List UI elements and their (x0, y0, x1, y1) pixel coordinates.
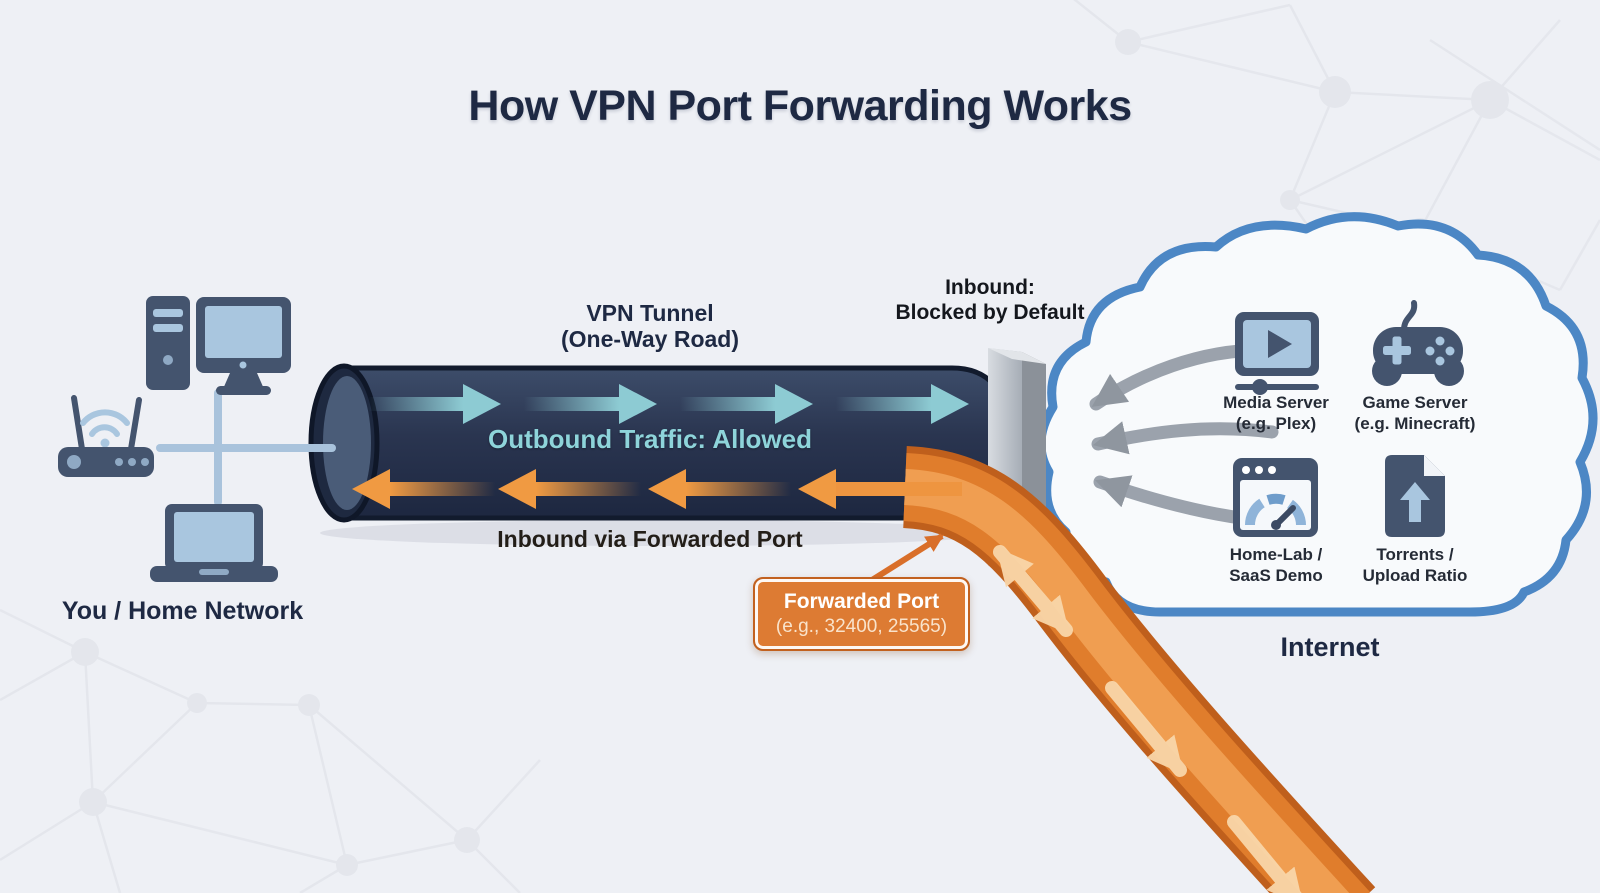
media-server-label-line2: (e.g. Plex) (1235, 414, 1317, 434)
game-server-label: Game Server (e.g. Minecraft) (1325, 392, 1505, 435)
outbound-arrows (368, 384, 969, 424)
homelab-label-line2: SaaS Demo (1229, 566, 1323, 586)
homelab-label-line1: Home-Lab / (1229, 545, 1323, 564)
forwarded-port-examples: (e.g., 32400, 25565) (775, 616, 948, 638)
tunnel-shadow (320, 520, 1000, 546)
forwarded-port-pipe (902, 446, 1376, 893)
desktop-icon (146, 296, 291, 395)
home-network-label: You / Home Network (61, 597, 304, 625)
vpn-tunnel-label: VPN Tunnel (One-Way Road) (470, 300, 830, 353)
cloud (1036, 212, 1598, 617)
game-server-icon (1372, 300, 1464, 386)
torrents-label: Torrents / Upload Ratio (1325, 544, 1505, 587)
wifi-icon (80, 409, 130, 437)
file-upload-icon (1385, 455, 1445, 537)
media-server-icon (1235, 312, 1319, 395)
callout-pointer-arrow (870, 533, 945, 583)
forwarded-port-callout: Forwarded Port (e.g., 32400, 25565) (753, 577, 970, 651)
inbound-blocked-label: Inbound: Blocked by Default (855, 275, 1125, 325)
homelab-gauge-icon (1233, 458, 1318, 537)
inbound-blocked-line2: Blocked by Default (895, 301, 1085, 325)
background-network-pattern-bottom-left (0, 608, 541, 893)
vpn-tunnel-label-line2: (One-Way Road) (560, 326, 740, 353)
router-icon (58, 395, 154, 477)
pipe-flow-arrows (993, 545, 1304, 893)
homelab-label: Home-Lab / SaaS Demo (1191, 544, 1361, 587)
page-title: How VPN Port Forwarding Works (468, 82, 1132, 130)
inbound-blocked-line1: Inbound: (945, 276, 1035, 299)
game-server-label-line2: (e.g. Minecraft) (1354, 414, 1476, 434)
game-server-label-line1: Game Server (1362, 393, 1468, 412)
torrents-label-line2: Upload Ratio (1362, 566, 1468, 586)
media-server-label-line1: Media Server (1223, 393, 1329, 412)
laptop-icon (150, 504, 278, 582)
outbound-traffic-label: Outbound Traffic: Allowed (487, 424, 812, 454)
vpn-tunnel-label-line1: VPN Tunnel (586, 300, 714, 326)
internet-label: Internet (1280, 632, 1380, 662)
inbound-via-port-label: Inbound via Forwarded Port (497, 526, 803, 552)
inbound-arrows (352, 469, 962, 509)
media-server-label: Media Server (e.g. Plex) (1191, 392, 1361, 435)
torrents-label-line1: Torrents / (1376, 545, 1454, 564)
forwarded-port-title: Forwarded Port (783, 590, 940, 613)
